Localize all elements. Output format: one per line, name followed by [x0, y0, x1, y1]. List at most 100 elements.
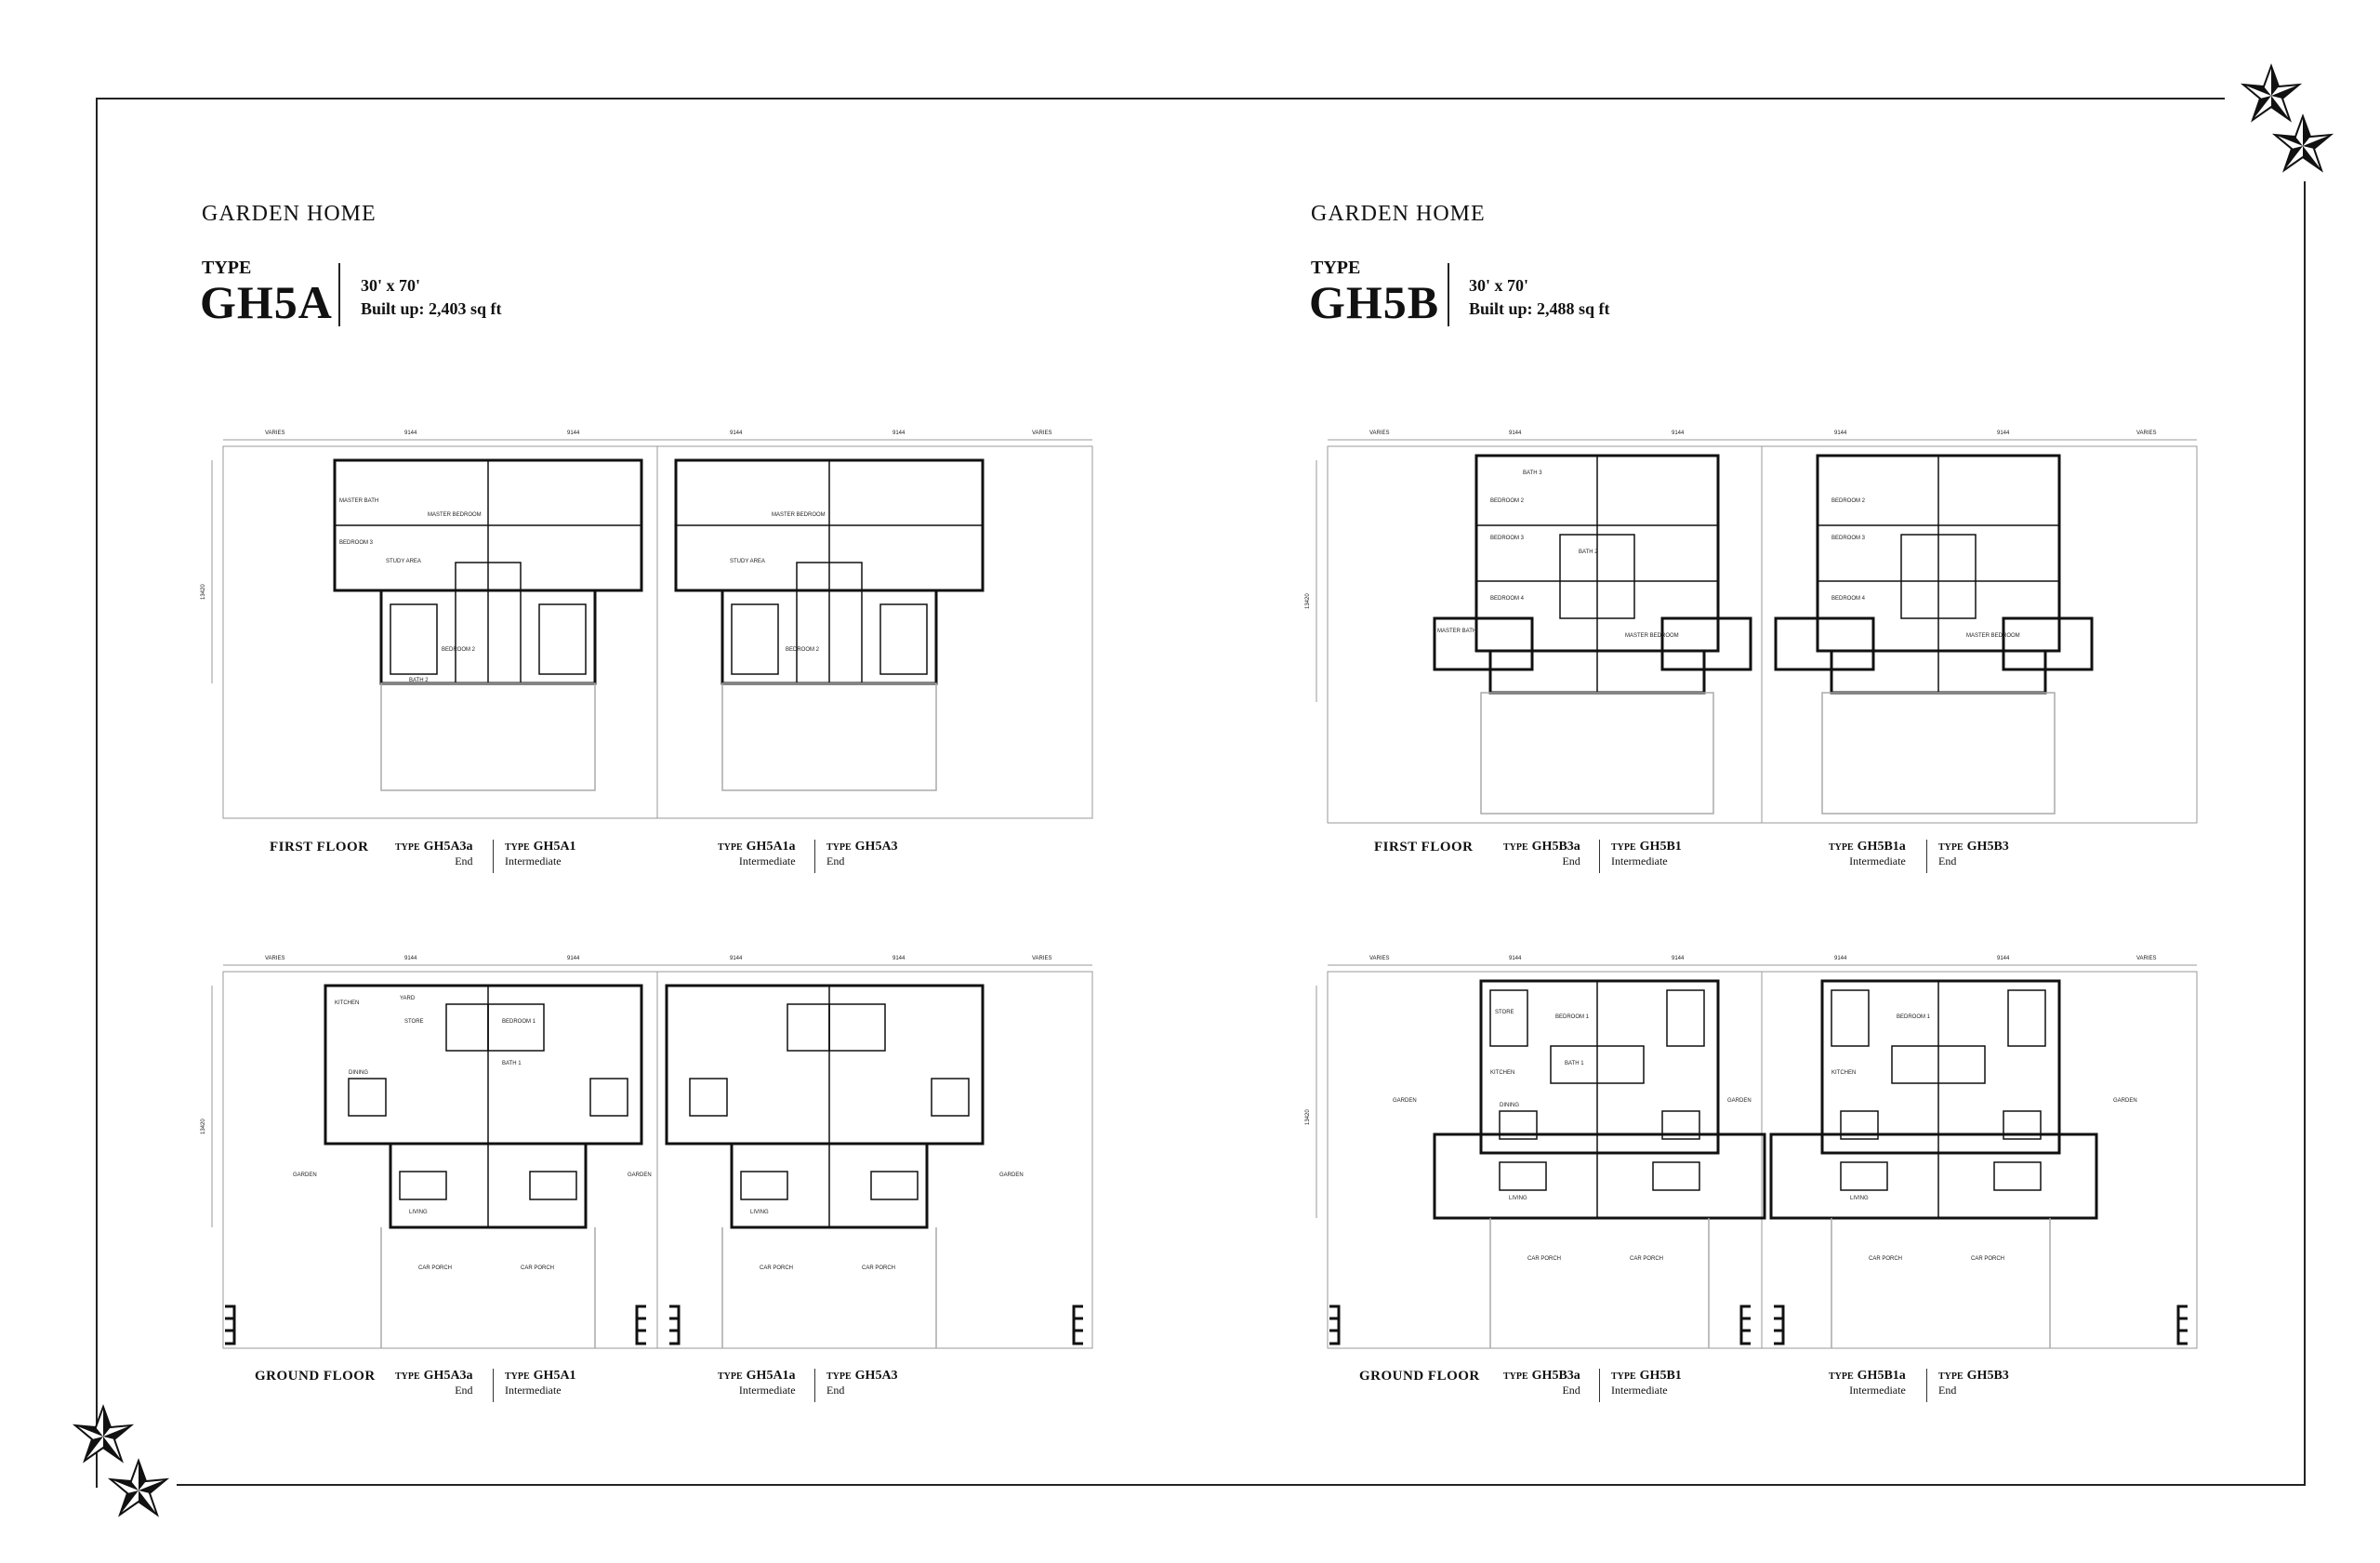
room-label: MASTER BATH — [1437, 629, 1476, 634]
ground-floor-label-right: GROUND FLOOR — [1359, 1369, 1480, 1384]
unit-separator — [493, 1369, 494, 1402]
unit-type-word: TYPE — [826, 1371, 852, 1382]
unit-code: GH5A1 — [533, 840, 576, 854]
dim-9144: 9144 — [892, 956, 906, 961]
dim-9144: 9144 — [567, 430, 580, 436]
room-label: KITCHEN — [1490, 1070, 1514, 1076]
unit-type-word: TYPE — [826, 842, 852, 853]
series-title-right: GARDEN HOME — [1311, 202, 1486, 226]
dim-varies: VARIES — [1369, 956, 1390, 961]
dim-varies: VARIES — [265, 956, 285, 961]
unit-code: GH5B3 — [1966, 1369, 2009, 1383]
room-label: CAR PORCH — [1630, 1256, 1663, 1262]
unit-code: GH5B1a — [1857, 1369, 1906, 1383]
room-label: STORE — [1495, 1010, 1514, 1015]
frame-left-line — [96, 98, 98, 1488]
room-label: DINING — [349, 1070, 368, 1076]
room-label: BEDROOM 2 — [1831, 498, 1866, 504]
dim-9144: 9144 — [1997, 430, 2010, 436]
unit-type-word: TYPE — [1503, 842, 1528, 853]
unit-separator — [1926, 1369, 1927, 1402]
frame-right-line — [2304, 181, 2306, 1485]
unit-kind: Intermediate — [505, 1384, 562, 1397]
dim-9144: 9144 — [892, 430, 906, 436]
dim-depth: 13420 — [201, 584, 206, 600]
frame-bottom-line — [177, 1484, 2306, 1486]
stair-symbol-icon — [225, 1305, 1083, 1345]
dim-9144: 9144 — [567, 956, 580, 961]
room-label: BEDROOM 2 — [786, 647, 820, 653]
unit-kind: Intermediate — [1849, 1384, 1906, 1397]
unit-kind: End — [455, 854, 473, 868]
dim-9144: 9144 — [1672, 430, 1685, 436]
dim-depth: 13420 — [201, 1119, 206, 1134]
unit-code: GH5A1 — [533, 1369, 576, 1383]
dim-depth: 13420 — [1305, 593, 1311, 609]
unit-type-word: TYPE — [1829, 842, 1854, 853]
size-spec-right: 30' x 70' — [1469, 276, 1529, 295]
type-separator-right — [1448, 263, 1449, 326]
type-code-right: GH5B — [1309, 276, 1440, 328]
floor-plan-gh5b-first: VARIES 9144 9144 9144 9144 VARIES 13420 … — [1305, 430, 2198, 824]
room-label: MASTER BATH — [339, 498, 378, 504]
unit-code: GH5B1a — [1857, 840, 1906, 854]
room-label: GARDEN — [1727, 1098, 1752, 1104]
room-label: CAR PORCH — [418, 1265, 452, 1271]
room-label: GARDEN — [293, 1172, 317, 1178]
room-label: BEDROOM 2 — [1490, 498, 1525, 504]
room-label: CAR PORCH — [521, 1265, 554, 1271]
unit-code: GH5A3a — [423, 840, 473, 854]
unit-code: GH5A1a — [746, 1369, 796, 1383]
dim-varies: VARIES — [1032, 956, 1052, 961]
dim-9144: 9144 — [404, 430, 417, 436]
room-label: GARDEN — [2113, 1098, 2137, 1104]
room-label: BATH 1 — [502, 1061, 522, 1066]
room-label: BEDROOM 3 — [1831, 536, 1866, 541]
unit-code: GH5A3a — [423, 1369, 473, 1383]
room-label: CAR PORCH — [1869, 1256, 1902, 1262]
dim-varies: VARIES — [1032, 430, 1052, 436]
star-ornament-icon — [2240, 63, 2303, 123]
unit-code: GH5A3 — [854, 840, 898, 854]
room-label: STORE — [404, 1019, 424, 1025]
unit-type-word: TYPE — [1938, 1371, 1964, 1382]
unit-type-word: TYPE — [1503, 1371, 1528, 1382]
floor-plan-gh5a-first: VARIES 9144 9144 9144 9144 VARIES 13420 … — [201, 430, 1093, 819]
ground-floor-label-left: GROUND FLOOR — [255, 1369, 376, 1384]
room-label: BATH 2 — [409, 678, 429, 683]
unit-type-word: TYPE — [1829, 1371, 1854, 1382]
room-label: BEDROOM 1 — [1555, 1014, 1590, 1020]
frame-top-line — [96, 98, 2225, 99]
unit-kind: Intermediate — [1849, 854, 1906, 868]
size-spec-left: 30' x 70' — [361, 276, 421, 295]
unit-kind: Intermediate — [1611, 854, 1668, 868]
room-label: BATH 2 — [1579, 550, 1598, 555]
unit-separator — [814, 1369, 815, 1402]
unit-separator — [493, 840, 494, 873]
unit-kind: End — [1562, 1384, 1580, 1397]
room-label: BEDROOM 4 — [1490, 596, 1525, 602]
floor-plan-gh5a-ground: VARIES 9144 9144 9144 9144 VARIES 13420 … — [201, 956, 1093, 1349]
unit-kind: Intermediate — [738, 1384, 796, 1397]
room-label: MASTER BEDROOM — [772, 512, 826, 518]
type-code-left: GH5A — [200, 276, 333, 328]
unit-type-word: TYPE — [395, 1371, 420, 1382]
room-label: LIVING — [1850, 1196, 1869, 1201]
room-label: GARDEN — [999, 1172, 1024, 1178]
star-ornament-icon — [107, 1458, 170, 1517]
room-label: CAR PORCH — [1527, 1256, 1561, 1262]
type-separator-left — [338, 263, 340, 326]
unit-kind: End — [826, 1384, 845, 1397]
dim-9144: 9144 — [1672, 956, 1685, 961]
dim-varies: VARIES — [2136, 956, 2157, 961]
room-label: STUDY AREA — [730, 559, 765, 564]
